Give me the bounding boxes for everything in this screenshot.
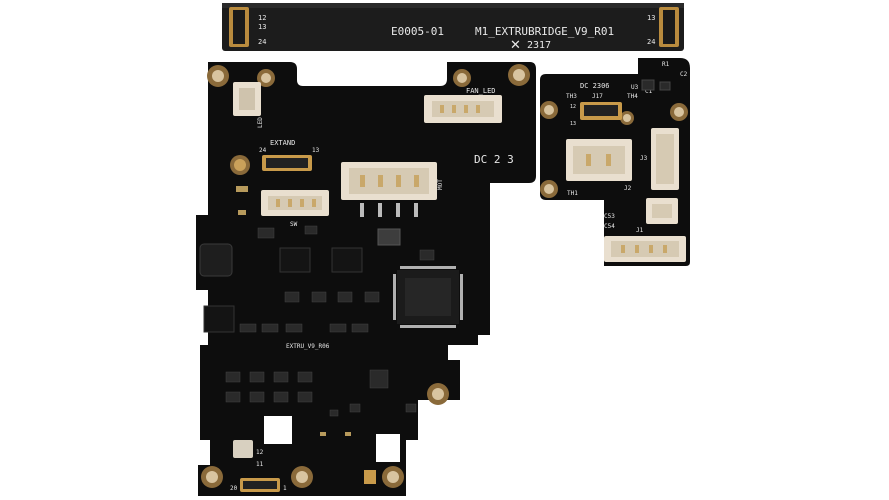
bottom-pin-top-right: 11 [256,461,264,468]
flex-cable-body [222,3,684,51]
label-pin13: 13 [570,121,576,127]
flex-left-pin-mid: 13 [258,23,266,31]
label-j3: J3 [640,155,648,162]
fan-led-label: FAN_LED [466,87,496,95]
test-pad [364,470,376,484]
u3-chip [641,79,655,91]
crystal [377,228,401,246]
small-connector [233,440,253,458]
flex-part-code: E0005-01 [391,25,444,38]
label-th3: TH3 [566,93,577,100]
flex-right-pin-bottom: 24 [647,38,655,46]
bottom-pin-left: 20 [230,485,238,492]
extand-label: EXTAND [270,139,295,147]
x-logo-icon: ✕ [510,38,521,53]
label-pin12: 12 [570,104,576,110]
inductor [199,243,233,277]
flex-board-name: M1_EXTRUBRIDGE_V9_R01 [475,25,614,38]
label-j1: J1 [636,227,644,234]
mcu-board-label: EXTRU_V9_R06 [286,343,330,350]
label-j17: J17 [592,93,603,100]
flex-cable: 12 13 24 13 24 E0005-01 M1_EXTRUBRIDGE_V… [222,3,684,53]
bottom-pin-right: 1 [283,485,287,492]
motor-label: MOT [437,179,444,190]
extand-pin-left: 24 [259,147,267,154]
regulator-chip [203,305,235,333]
label-th4: TH4 [627,93,638,100]
bottom-pin-top-left: 12 [256,449,264,456]
board-cutout [264,416,292,444]
driver-chip [331,247,363,273]
board-cutout [376,434,400,462]
flex-left-pin-top: 12 [258,14,266,22]
label-j2: J2 [624,185,632,192]
small-board: DC 2306 TH3 J17 TH4 U3 R1 C2 C1 12 13 TH… [540,58,690,266]
label-r1: R1 [662,61,670,68]
label-c1: C1 [645,88,653,95]
small-dc-code: DC 2306 [580,82,610,90]
main-dc-label: DC 2 3 [474,153,514,166]
label-th1: TH1 [567,190,578,197]
main-board-pcb [196,62,536,496]
label-c53: C53 [604,213,615,220]
label-c54: C54 [604,223,615,230]
flex-date-code: 2317 [527,40,551,51]
led-label: LED [257,117,264,128]
driver-chip [279,247,311,273]
flex-right-pin-top: 13 [647,14,655,22]
label-c2: C2 [680,71,688,78]
extand-pin-right: 13 [312,147,320,154]
label-u3: U3 [631,84,639,91]
flex-left-pin-bottom: 24 [258,38,266,46]
endstop-label: SW [290,221,298,228]
main-board: LED EXTAND 24 13 FAN_LED DC 2 3 MOT [196,62,536,496]
